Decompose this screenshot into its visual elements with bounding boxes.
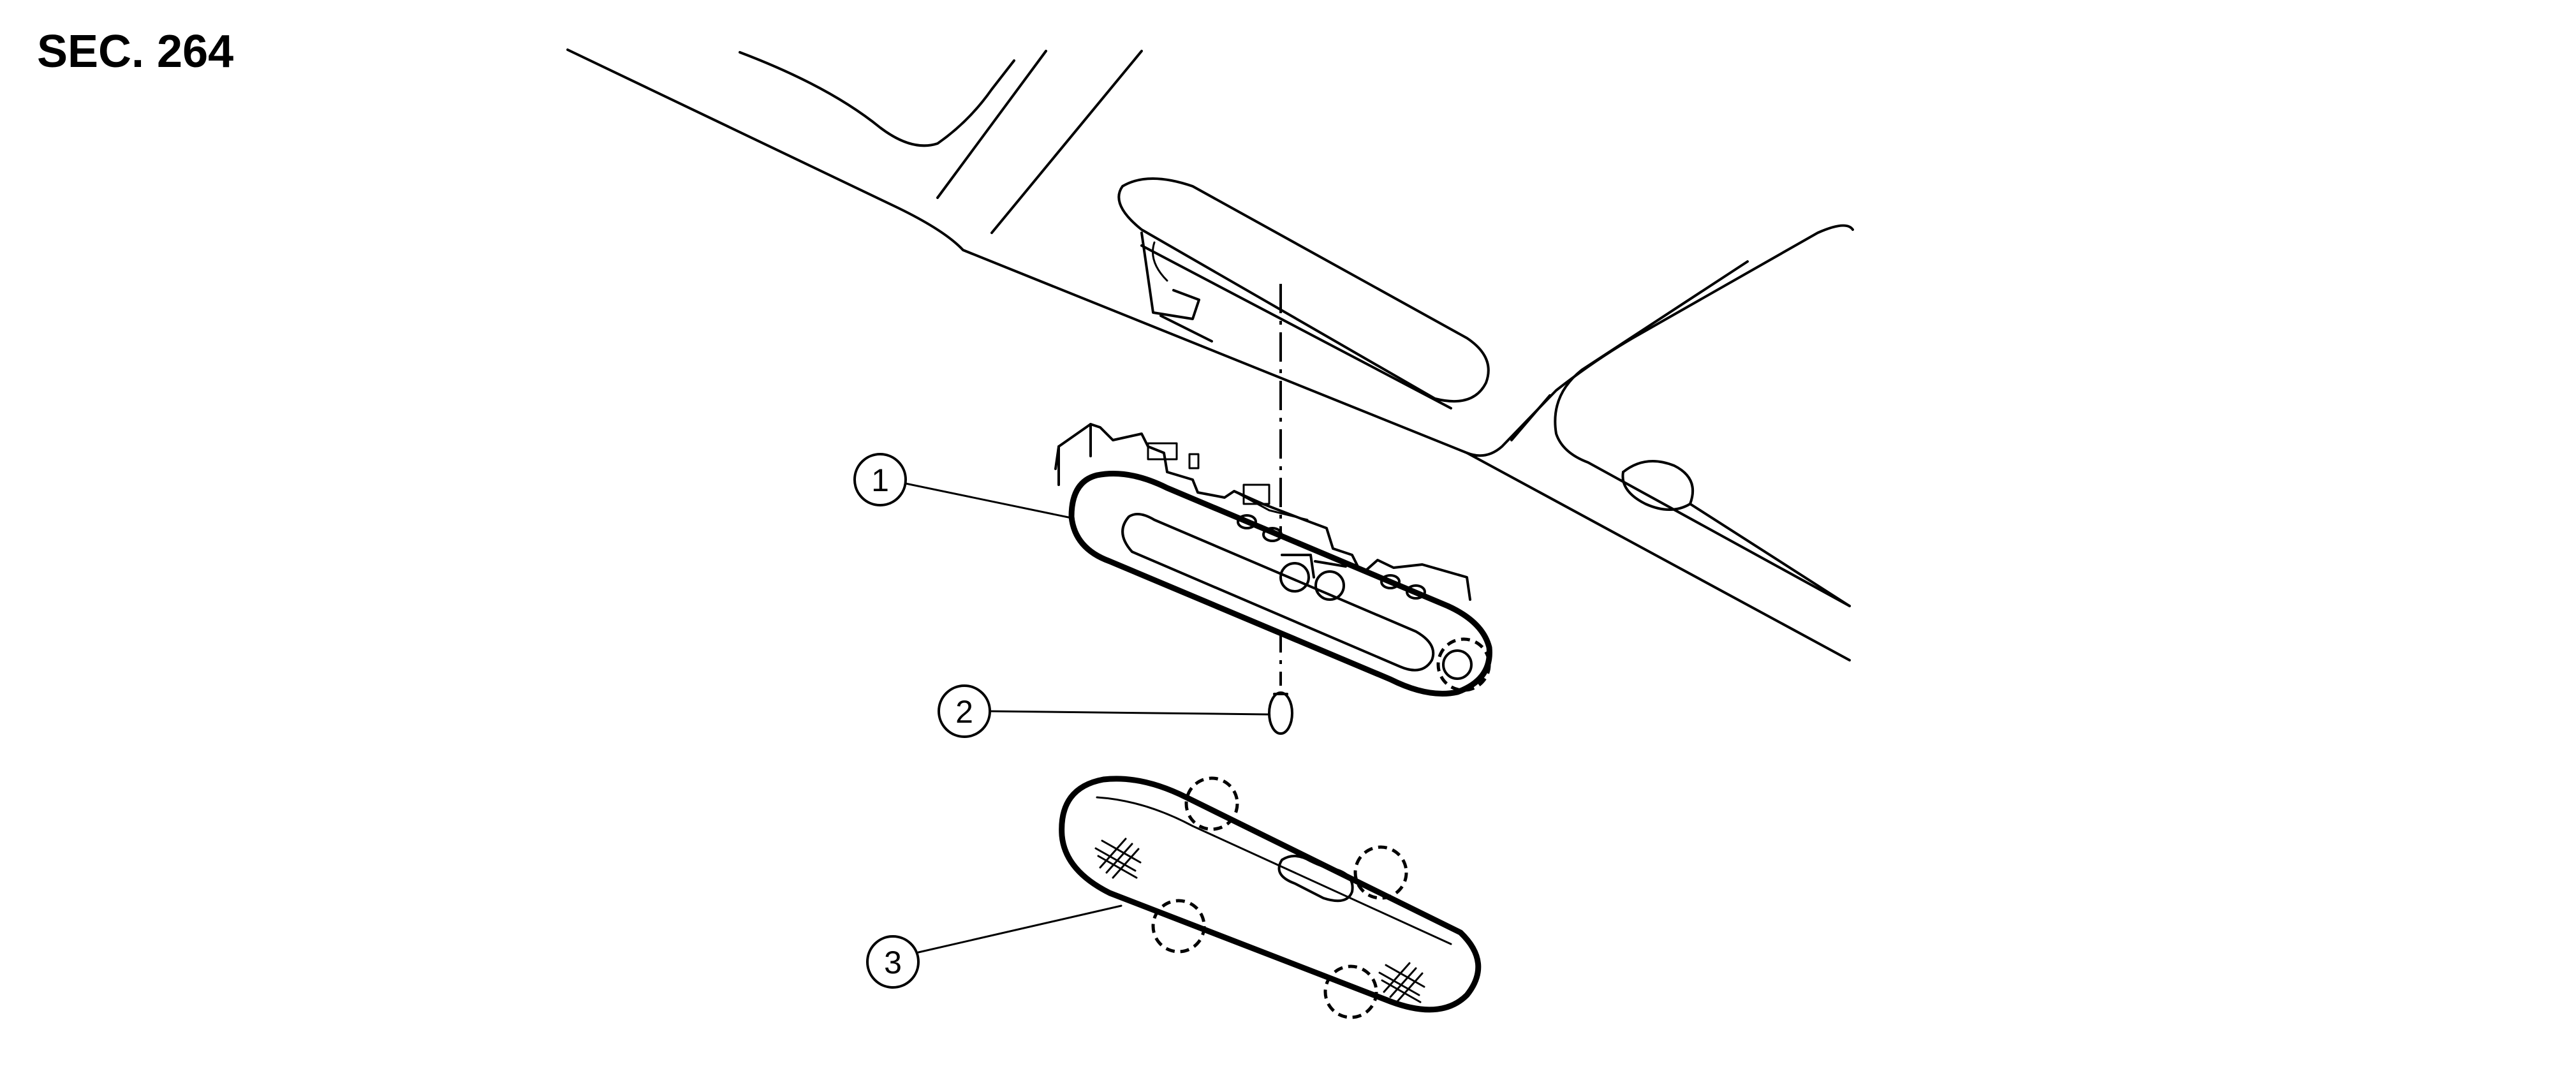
lens-hatch-right [1378, 962, 1425, 1003]
callout-2: 2 [938, 684, 991, 738]
callout-number: 3 [884, 945, 902, 980]
sun-visor [1117, 177, 1490, 410]
callout-number: 2 [955, 694, 973, 730]
clip-location [1151, 899, 1206, 954]
clip-location [1323, 964, 1378, 1019]
section-label: SEC. 264 [37, 26, 234, 77]
bulb [1268, 691, 1293, 735]
callout-1: 1 [853, 453, 907, 506]
clip-location [1184, 776, 1239, 831]
callout-leader-1 [904, 482, 1073, 519]
headliner-outline [566, 48, 1854, 661]
callout-3: 3 [866, 935, 920, 989]
map-lamp-housing [1054, 423, 1492, 697]
callout-leader-2 [989, 710, 1269, 716]
clip-location [1353, 845, 1408, 900]
callout-number: 1 [871, 462, 889, 498]
callout-leader-3 [917, 904, 1122, 954]
lens [1059, 776, 1482, 1019]
lens-hatch-left [1094, 838, 1142, 879]
